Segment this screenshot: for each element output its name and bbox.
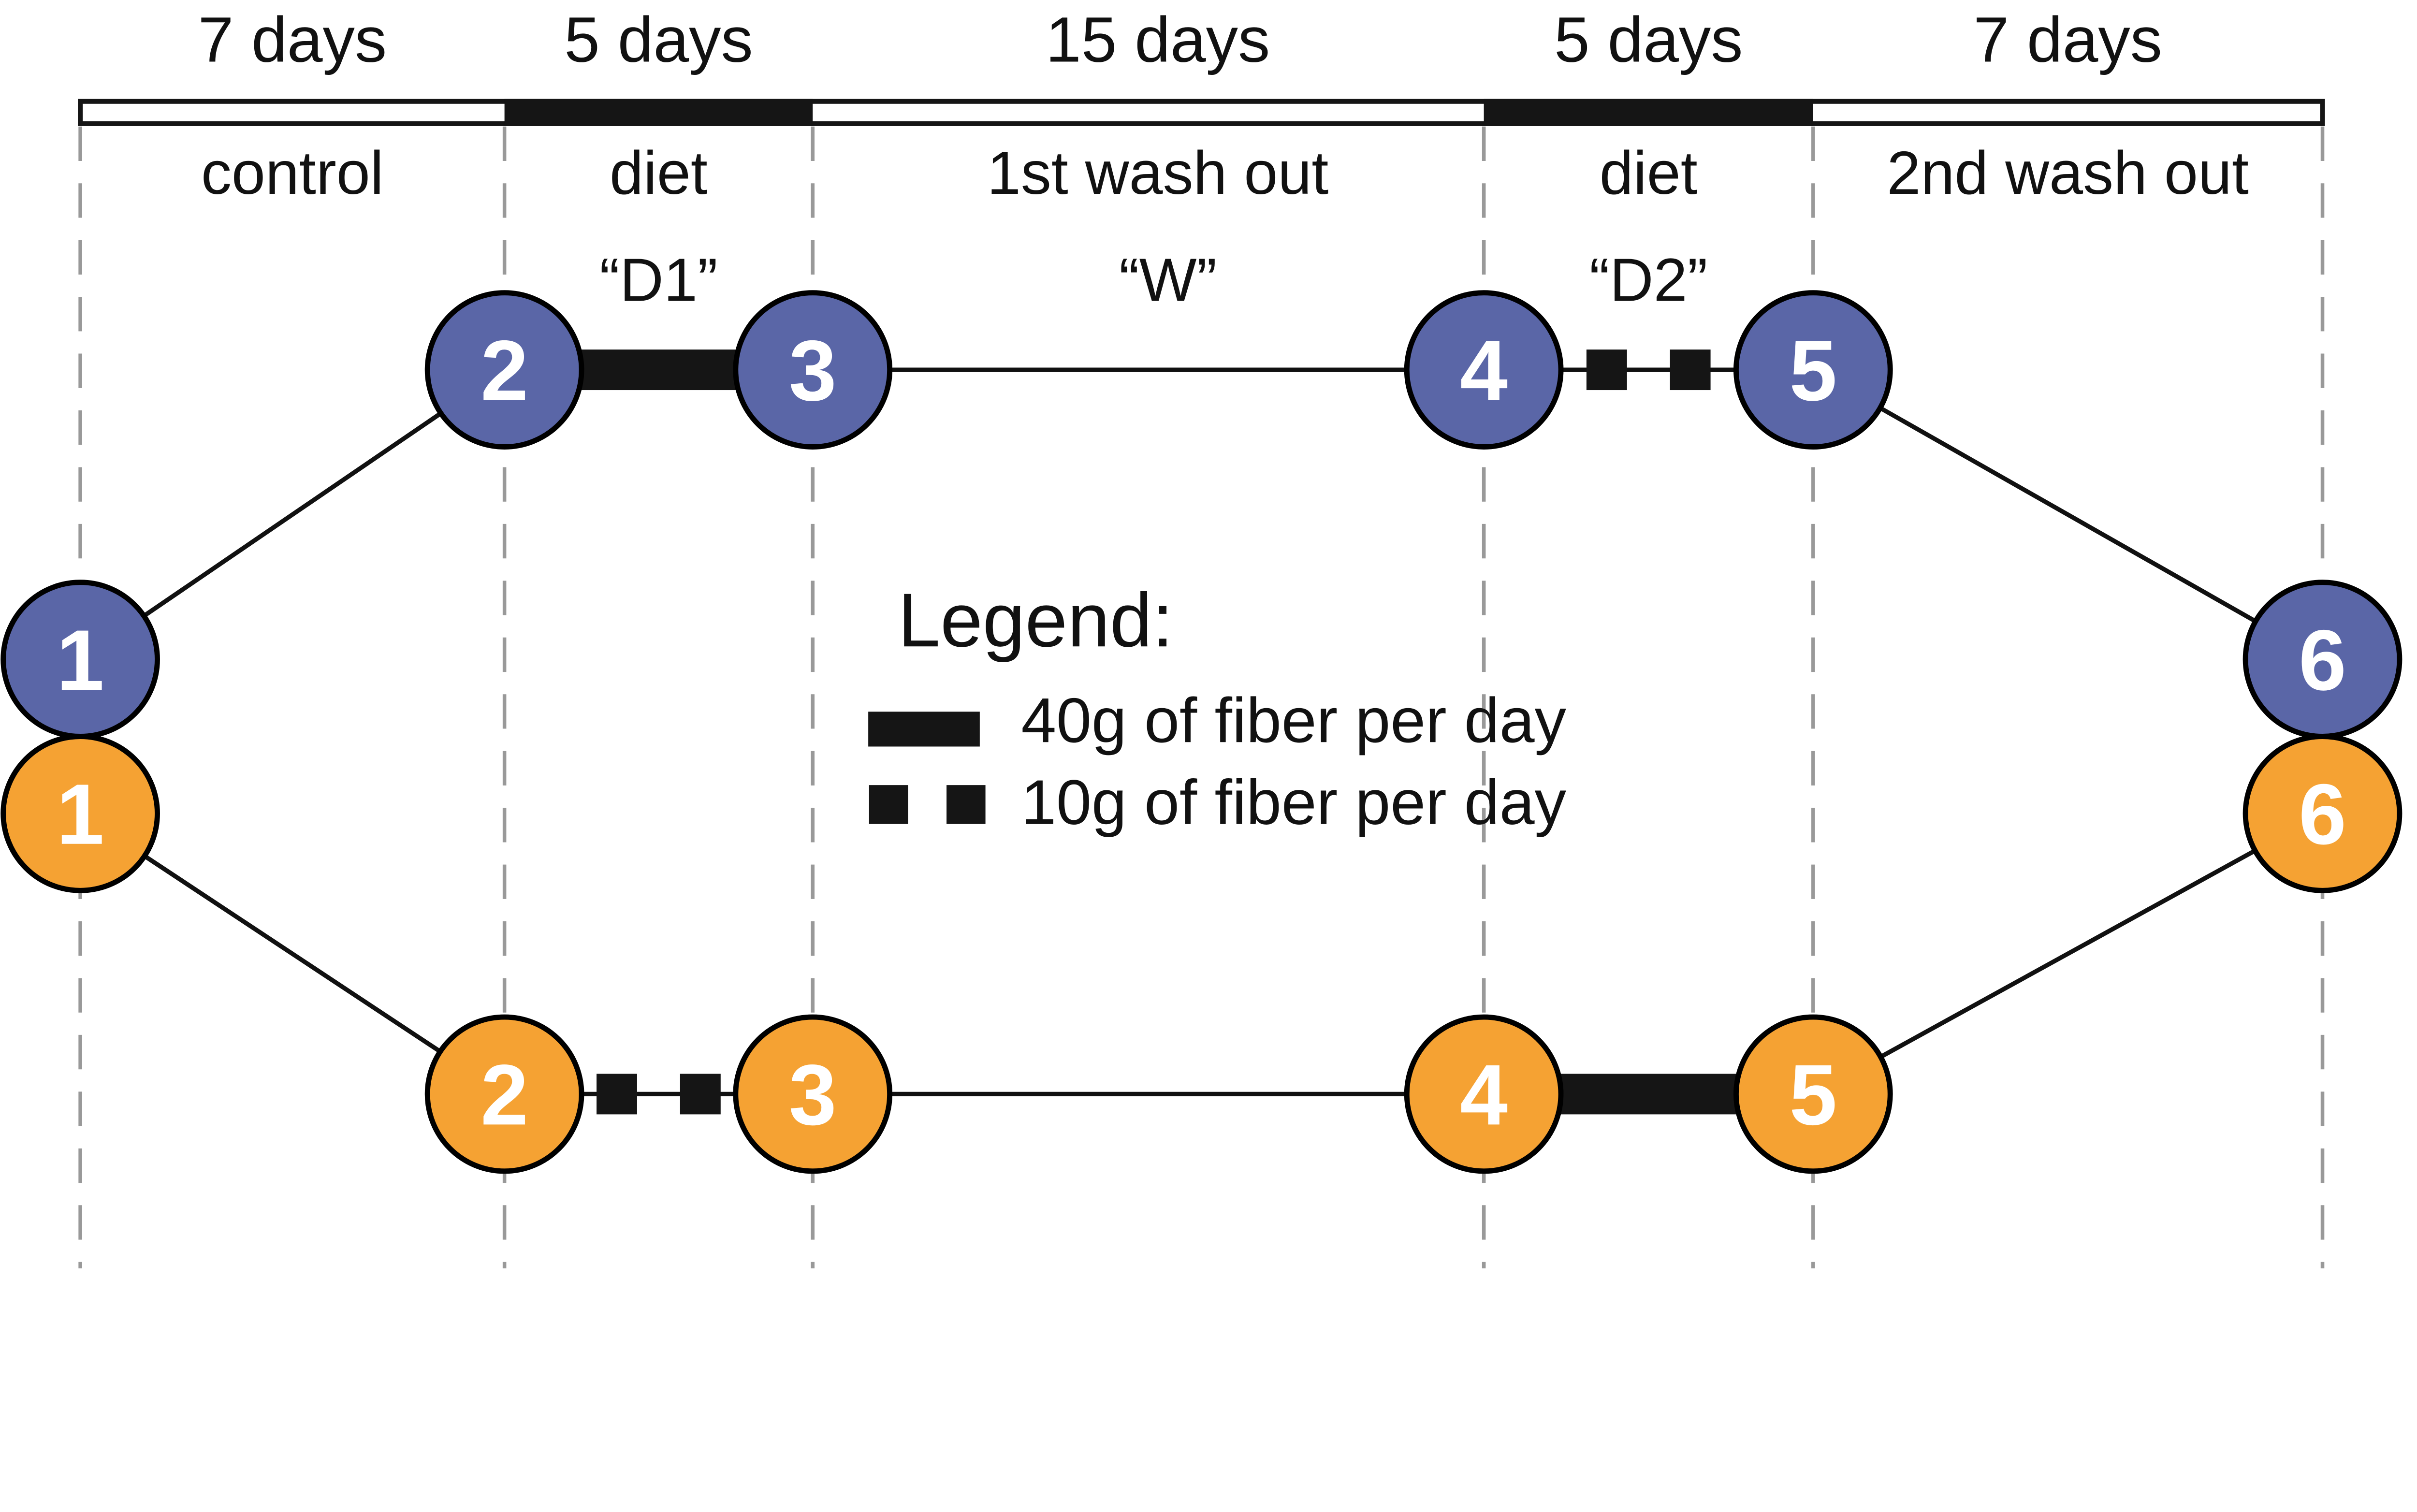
duration-label-diet2: 5 days [1554,4,1743,76]
legend-item-40g-label: 40g of fiber per day [1021,685,1566,756]
connector-lines [79,367,2324,1097]
node-number: 5 [1789,322,1837,419]
period-code-w: “W” [1119,246,1217,314]
phase-label-washout2: 2nd wash out [1887,139,2249,207]
phase-label-control: control [201,139,384,207]
duration-labels: 7 days 5 days 15 days 5 days 7 days [198,4,2162,76]
node-number: 6 [2299,612,2346,708]
legend: Legend: 40g of fiber per day 10g of fibe… [868,578,1567,838]
node-number: 4 [1460,1047,1508,1143]
node-number: 3 [789,322,837,419]
node-circle [1404,290,1564,450]
node-top-6: 6 [2242,580,2402,739]
connector-top-5-6 [1812,368,2324,662]
timeline-bar [78,99,2325,126]
arm-bottom-nodes: 1 2 3 4 5 6 [0,734,2402,1174]
node-top-2: 2 [424,290,584,450]
arm-top-nodes: 1 2 3 4 5 6 [0,290,2402,739]
node-number: 5 [1789,1047,1837,1143]
duration-label-washout2: 7 days [1973,4,2162,76]
connector-bottom-1-2 [79,812,506,1096]
node-bottom-2: 2 [424,1014,584,1174]
dose-10g-square-bottom-a [597,1074,637,1115]
duration-label-washout1: 15 days [1046,4,1270,76]
phase-label-washout1: 1st wash out [987,139,1328,207]
legend-title: Legend: [898,578,1173,663]
phase-labels: control diet 1st wash out diet 2nd wash … [201,139,2249,207]
timeline-segment-diet2 [1484,99,1813,126]
node-number: 3 [789,1047,837,1143]
node-circle [2242,734,2402,893]
figure-background [0,0,2417,1268]
node-top-5: 5 [1733,290,1893,450]
node-circle [1733,1014,1893,1174]
node-top-4: 4 [1404,290,1564,450]
node-circle [1733,290,1893,450]
node-number: 1 [57,766,104,862]
crossover-study-timeline-diagram: 7 days 5 days 15 days 5 days 7 days cont… [0,0,2417,1269]
node-circle [1404,1014,1564,1174]
period-code-labels: “D1” “W” “D2” [599,246,1707,314]
legend-swatch-40g-bar [868,712,980,747]
duration-label-diet1: 5 days [564,4,753,76]
duration-label-control: 7 days [198,4,387,76]
node-circle [424,290,584,450]
node-top-1: 1 [0,580,160,739]
period-code-d2: “D2” [1589,246,1708,314]
dose-10g-square-bottom-b [680,1074,721,1115]
node-number: 2 [480,1047,528,1143]
legend-swatch-10g-square-b [946,785,986,824]
node-bottom-3: 3 [733,1014,893,1174]
node-circle [0,734,160,893]
dose-10g-square-top-b [1670,349,1711,391]
timeline-bar-frame [78,99,2325,126]
node-number: 1 [57,612,104,708]
node-top-3: 3 [733,290,893,450]
node-circle [424,1014,584,1174]
dose-10g-square-top-a [1586,349,1627,391]
node-bottom-6: 6 [2242,734,2402,893]
node-circle [733,290,893,450]
node-number: 4 [1460,322,1508,419]
node-bottom-5: 5 [1733,1014,1893,1174]
connector-bottom-5-6 [1812,811,2324,1096]
legend-swatch-10g-square-a [869,785,908,824]
node-number: 2 [480,322,528,419]
node-bottom-4: 4 [1404,1014,1564,1174]
legend-item-10g-label: 10g of fiber per day [1021,767,1566,838]
node-number: 6 [2299,766,2346,862]
period-code-d1: “D1” [599,246,718,314]
node-circle [733,1014,893,1174]
crossover-study-timeline-figure: 7 days 5 days 15 days 5 days 7 days cont… [0,0,2417,1269]
phase-label-diet1: diet [610,139,708,207]
node-bottom-1: 1 [0,734,160,893]
timeline-segment-diet1 [504,99,813,126]
connector-top-1-2 [79,368,506,661]
phase-label-diet2: diet [1600,139,1698,207]
